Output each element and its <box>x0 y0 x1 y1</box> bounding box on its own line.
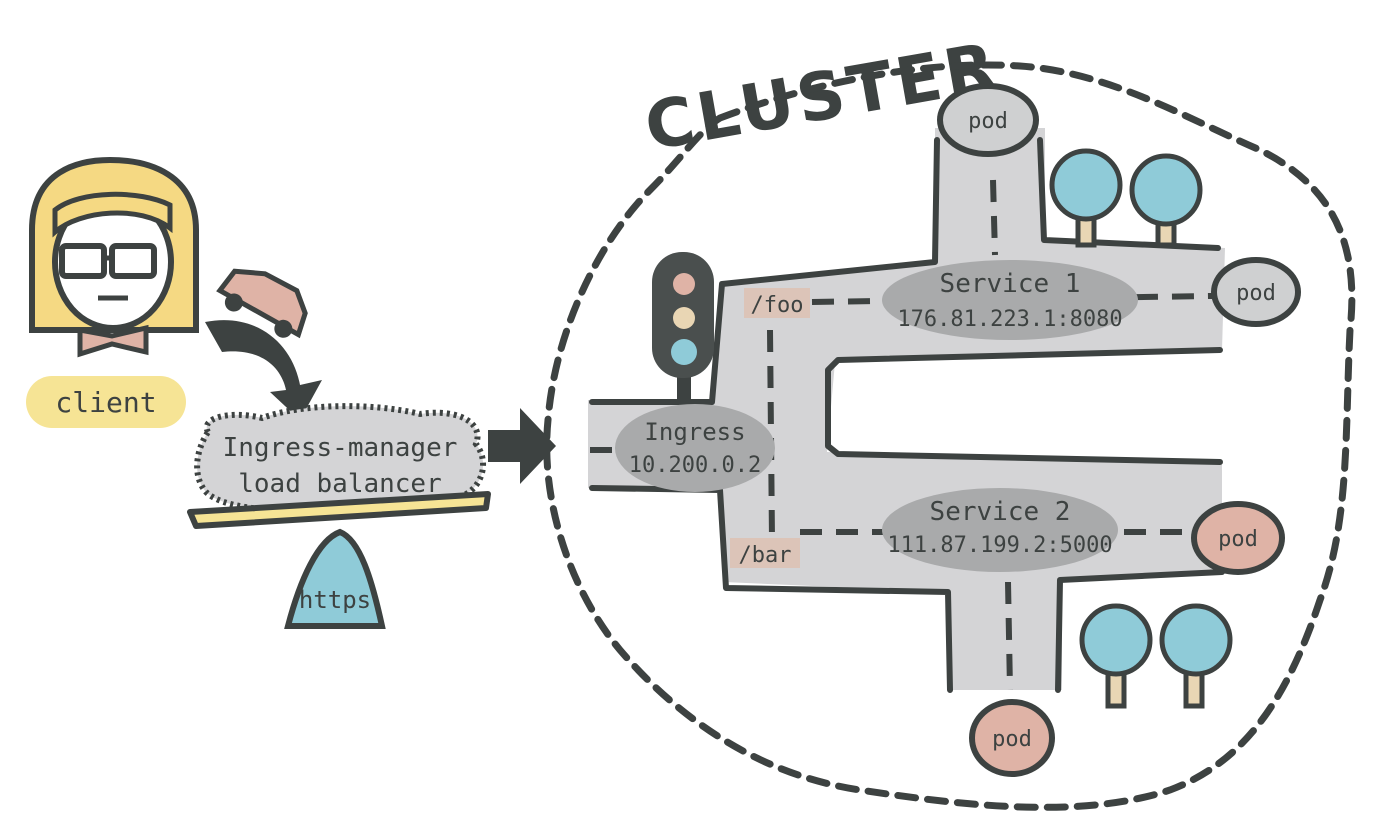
service2-ip: 111.87.199.2:5000 <box>887 533 1112 558</box>
cluster-boundary <box>543 61 1356 811</box>
pod-top-label: pod <box>968 109 1008 134</box>
pod-right-top: pod <box>1211 257 1301 327</box>
balance-beam <box>187 491 491 529</box>
client-label-pill: client <box>26 376 186 428</box>
ingress-ip: 10.200.0.2 <box>629 453 761 478</box>
car-icon <box>216 268 308 339</box>
client-label: client <box>55 386 156 419</box>
path-bar-tag: /bar <box>730 538 800 568</box>
pod-right-bottom-label: pod <box>1218 527 1258 552</box>
pod-bottom: pod <box>969 699 1055 777</box>
path-foo-label: /foo <box>751 293 804 318</box>
service1-ip: 176.81.223.1:8080 <box>897 307 1122 332</box>
lb-line2: load balancer <box>238 469 442 499</box>
pod-right-bottom: pod <box>1191 501 1285 575</box>
service1-node: Service 1 176.81.223.1:8080 <box>882 260 1138 340</box>
pod-right-top-label: pod <box>1236 281 1276 306</box>
trees-bottom-icon <box>1079 603 1233 709</box>
path-foo-tag: /foo <box>744 288 810 318</box>
arrow-to-cluster-icon <box>488 408 556 484</box>
lb-line1: Ingress-manager <box>223 433 458 463</box>
service2-name: Service 2 <box>930 497 1071 527</box>
load-balancer-node: Ingress-manager load balancer <box>194 403 487 514</box>
ingress-node: Ingress 10.200.0.2 <box>615 404 775 492</box>
https-base: https <box>284 528 386 629</box>
service2-node: Service 2 111.87.199.2:5000 <box>882 488 1118 572</box>
https-label: https <box>299 586 371 614</box>
arrow-client-to-lb-icon <box>205 320 322 420</box>
service1-name: Service 1 <box>940 269 1081 299</box>
client-avatar <box>29 156 199 358</box>
pod-bottom-label: pod <box>992 727 1032 752</box>
ingress-name: Ingress <box>644 418 745 446</box>
traffic-light-icon <box>652 252 714 402</box>
path-bar-label: /bar <box>739 543 792 568</box>
trees-top-icon <box>1049 148 1203 248</box>
pod-top: pod <box>937 83 1039 157</box>
